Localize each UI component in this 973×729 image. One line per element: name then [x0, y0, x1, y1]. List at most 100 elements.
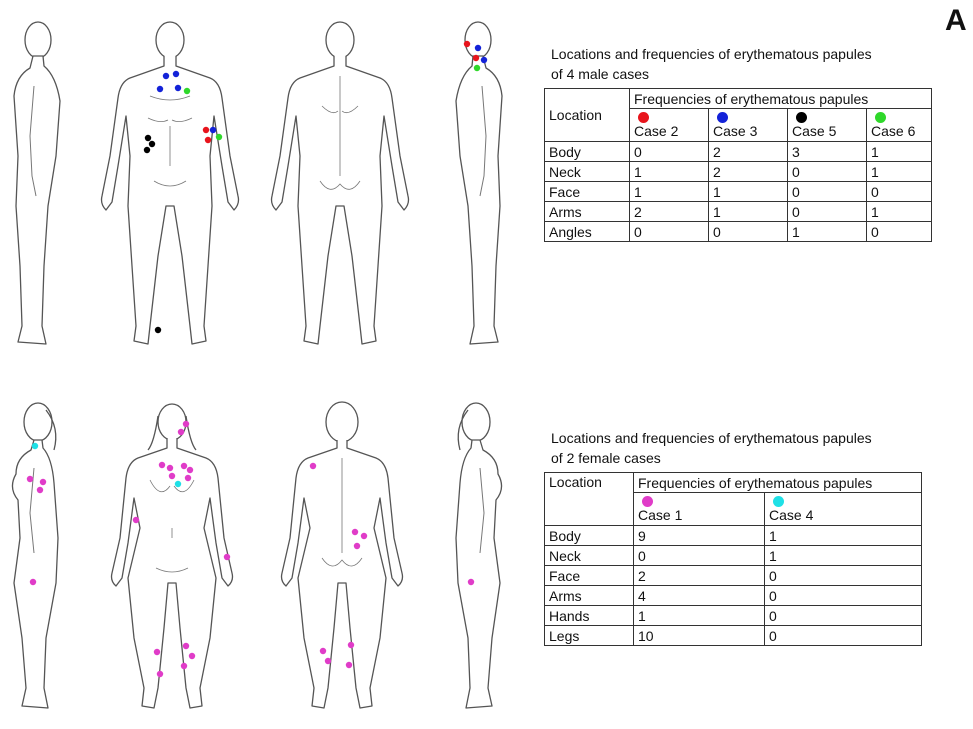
papule-marker-case-2 — [203, 127, 209, 133]
female-case-label: Case 1 — [638, 507, 682, 524]
row-location: Face — [545, 182, 630, 202]
papule-marker-case-1 — [178, 429, 184, 435]
cell-value: 0 — [634, 546, 765, 566]
female-caption-line-1: Locations and frequencies of erythematou… — [551, 428, 872, 448]
cell-value: 0 — [765, 566, 922, 586]
papule-marker-case-1 — [185, 475, 191, 481]
papule-marker-case-1 — [189, 653, 195, 659]
cell-value: 1 — [630, 182, 709, 202]
female-frequency-table: Location Frequencies of erythematous pap… — [544, 472, 922, 646]
female-table-caption: Locations and frequencies of erythematou… — [551, 428, 872, 468]
papule-marker-case-5 — [155, 327, 161, 333]
male-figure-front — [102, 22, 239, 344]
papule-marker-case-1 — [37, 487, 43, 493]
row-location: Angles — [545, 222, 630, 242]
cell-value: 0 — [709, 222, 788, 242]
papule-marker-case-1 — [361, 533, 367, 539]
papule-marker-case-5 — [144, 147, 150, 153]
male-location-header: Location — [545, 89, 630, 142]
table-row: Face 2 0 — [545, 566, 922, 586]
male-case-header: Case 5 — [788, 109, 867, 142]
table-row: Legs 10 0 — [545, 626, 922, 646]
table-row: Angles 0 0 1 0 — [545, 222, 932, 242]
female-frequency-header: Frequencies of erythematous papules — [634, 473, 922, 493]
papule-marker-case-1 — [310, 463, 316, 469]
cell-value: 1 — [709, 202, 788, 222]
table-row: Arms 2 1 0 1 — [545, 202, 932, 222]
female-figure-front — [112, 404, 233, 708]
table-row: Hands 1 0 — [545, 606, 922, 626]
case-4-color-dot — [773, 496, 784, 507]
female-case-header: Case 4 — [765, 493, 922, 526]
papule-marker-case-6 — [216, 134, 222, 140]
female-papule-markers — [27, 421, 474, 677]
case-1-color-dot — [642, 496, 653, 507]
female-location-header: Location — [545, 473, 634, 526]
papule-marker-case-3 — [481, 57, 487, 63]
male-frequency-header: Frequencies of erythematous papules — [630, 89, 932, 109]
papule-marker-case-1 — [181, 463, 187, 469]
row-location: Neck — [545, 546, 634, 566]
cell-value: 0 — [765, 606, 922, 626]
papule-marker-case-1 — [468, 579, 474, 585]
body-diagrams — [0, 0, 540, 729]
cell-value: 0 — [765, 626, 922, 646]
cell-value: 1 — [788, 222, 867, 242]
row-location: Arms — [545, 586, 634, 606]
papule-marker-case-1 — [30, 579, 36, 585]
row-location: Arms — [545, 202, 630, 222]
cell-value: 1 — [765, 526, 922, 546]
table-row: Face 1 1 0 0 — [545, 182, 932, 202]
female-figure-side-right — [456, 403, 502, 708]
male-case-label: Case 2 — [634, 123, 678, 140]
papule-marker-case-1 — [354, 543, 360, 549]
row-location: Face — [545, 566, 634, 586]
papule-marker-case-1 — [181, 663, 187, 669]
male-case-header: Case 2 — [630, 109, 709, 142]
cell-value: 9 — [634, 526, 765, 546]
papule-marker-case-6 — [474, 65, 480, 71]
cell-value: 0 — [788, 182, 867, 202]
papule-marker-case-4 — [32, 443, 38, 449]
papule-marker-case-1 — [348, 642, 354, 648]
table-row: Arms 4 0 — [545, 586, 922, 606]
papule-marker-case-1 — [159, 462, 165, 468]
papule-marker-case-1 — [157, 671, 163, 677]
papule-marker-case-1 — [183, 421, 189, 427]
male-frequency-table: Location Frequencies of erythematous pap… — [544, 88, 932, 242]
case-6-color-dot — [875, 112, 886, 123]
male-figure-back — [272, 22, 409, 344]
male-caption-line-1: Locations and frequencies of erythematou… — [551, 44, 872, 64]
case-3-color-dot — [717, 112, 728, 123]
panel-label: A — [945, 4, 967, 38]
papule-marker-case-2 — [473, 55, 479, 61]
cell-value: 10 — [634, 626, 765, 646]
cell-value: 2 — [709, 162, 788, 182]
cell-value: 3 — [788, 142, 867, 162]
table-row: Body 9 1 — [545, 526, 922, 546]
cell-value: 2 — [634, 566, 765, 586]
papule-marker-case-1 — [154, 649, 160, 655]
papule-marker-case-1 — [167, 465, 173, 471]
table-row: Neck 0 1 — [545, 546, 922, 566]
papule-marker-case-1 — [352, 529, 358, 535]
papule-marker-case-2 — [464, 41, 470, 47]
cell-value: 1 — [867, 202, 932, 222]
papule-marker-case-1 — [346, 662, 352, 668]
row-location: Body — [545, 526, 634, 546]
papule-marker-case-1 — [183, 643, 189, 649]
cell-value: 2 — [630, 202, 709, 222]
male-table-caption: Locations and frequencies of erythematou… — [551, 44, 872, 84]
female-case-label: Case 4 — [769, 507, 813, 524]
papule-marker-case-3 — [173, 71, 179, 77]
cell-value: 4 — [634, 586, 765, 606]
papule-marker-case-1 — [187, 467, 193, 473]
papule-marker-case-1 — [40, 479, 46, 485]
table-row: Body 0 2 3 1 — [545, 142, 932, 162]
cell-value: 1 — [709, 182, 788, 202]
cell-value: 0 — [630, 142, 709, 162]
papule-marker-case-4 — [175, 481, 181, 487]
cell-value: 2 — [709, 142, 788, 162]
female-caption-line-2: of 2 female cases — [551, 448, 872, 468]
cell-value: 0 — [788, 202, 867, 222]
